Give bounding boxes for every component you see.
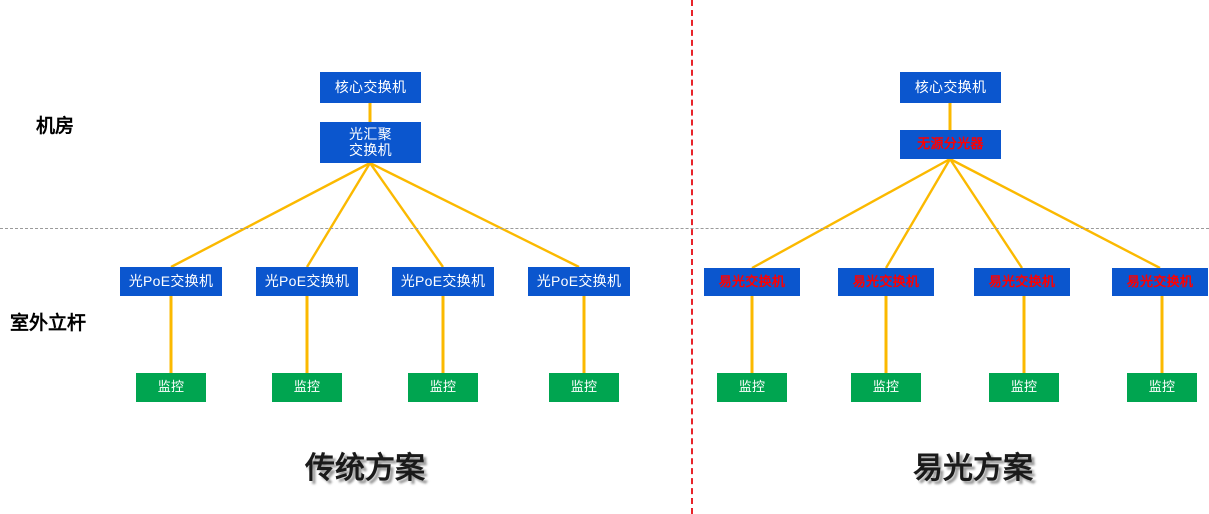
left-cam-1[interactable]: 监控 <box>136 373 206 402</box>
left-cam-2-label: 监控 <box>293 379 321 395</box>
scheme-divider-vertical <box>691 0 693 514</box>
right-splitter[interactable]: 无源分光器 <box>900 130 1001 159</box>
link-left-agg-poe3 <box>369 162 444 268</box>
left-poe-3-label: 光PoE交换机 <box>400 272 486 289</box>
right-sw-1-label: 易光交换机 <box>718 273 786 289</box>
left-core-switch[interactable]: 核心交换机 <box>320 72 421 103</box>
link-left-agg-poe1 <box>170 161 371 269</box>
link-right-splitter-sw3 <box>948 158 1024 269</box>
left-poe-1[interactable]: 光PoE交换机 <box>120 267 222 296</box>
zone-label-machine-room: 机房 <box>36 116 75 137</box>
zone-label-outdoor-pole: 室外立杆 <box>10 313 87 334</box>
left-poe-1-label: 光PoE交换机 <box>128 272 214 289</box>
right-cam-2-label: 监控 <box>872 379 900 395</box>
right-sw-1[interactable]: 易光交换机 <box>704 268 800 296</box>
left-cam-4-label: 监控 <box>570 379 598 395</box>
left-cam-3-label: 监控 <box>429 379 457 395</box>
right-cam-4-label: 监控 <box>1148 379 1176 395</box>
left-poe-3[interactable]: 光PoE交换机 <box>392 267 494 296</box>
left-agg-switch-label: 交换机 <box>349 141 392 158</box>
right-sw-3-label: 易光交换机 <box>988 273 1056 289</box>
right-cam-2[interactable]: 监控 <box>851 373 921 402</box>
left-poe-2[interactable]: 光PoE交换机 <box>256 267 358 296</box>
right-sw-2[interactable]: 易光交换机 <box>838 268 934 296</box>
link-right-splitter-sw1 <box>751 157 951 270</box>
left-poe-4-label: 光PoE交换机 <box>536 272 622 289</box>
link-right-splitter-sw2 <box>884 158 952 269</box>
left-agg-switch-label: 光汇聚 <box>349 125 392 142</box>
right-core-switch-label: 核心交换机 <box>914 78 987 95</box>
right-cam-3[interactable]: 监控 <box>989 373 1059 402</box>
left-cam-3[interactable]: 监控 <box>408 373 478 402</box>
right-core-switch[interactable]: 核心交换机 <box>900 72 1001 103</box>
right-cam-4[interactable]: 监控 <box>1127 373 1197 402</box>
right-sw-4-label: 易光交换机 <box>1126 273 1194 289</box>
left-poe-4[interactable]: 光PoE交换机 <box>528 267 630 296</box>
link-right-splitter-sw4 <box>949 157 1161 270</box>
right-cam-1[interactable]: 监控 <box>717 373 787 402</box>
left-agg-switch[interactable]: 光汇聚交换机 <box>320 122 421 163</box>
zone-divider-horizontal <box>0 228 1209 229</box>
left-cam-1-label: 监控 <box>157 379 185 395</box>
left-poe-2-label: 光PoE交换机 <box>264 272 350 289</box>
left-core-switch-label: 核心交换机 <box>334 78 407 95</box>
link-left-agg-poe4 <box>369 161 580 269</box>
right-scheme-title: 易光方案 <box>913 452 1033 485</box>
right-sw-2-label: 易光交换机 <box>852 273 920 289</box>
link-left-agg-poe2 <box>305 162 372 268</box>
left-cam-2[interactable]: 监控 <box>272 373 342 402</box>
right-splitter-label: 无源分光器 <box>917 136 984 152</box>
right-sw-3[interactable]: 易光交换机 <box>974 268 1070 296</box>
right-sw-4[interactable]: 易光交换机 <box>1112 268 1208 296</box>
left-cam-4[interactable]: 监控 <box>549 373 619 402</box>
right-cam-3-label: 监控 <box>1010 379 1038 395</box>
right-cam-1-label: 监控 <box>738 379 766 395</box>
left-scheme-title: 传统方案 <box>305 452 425 485</box>
